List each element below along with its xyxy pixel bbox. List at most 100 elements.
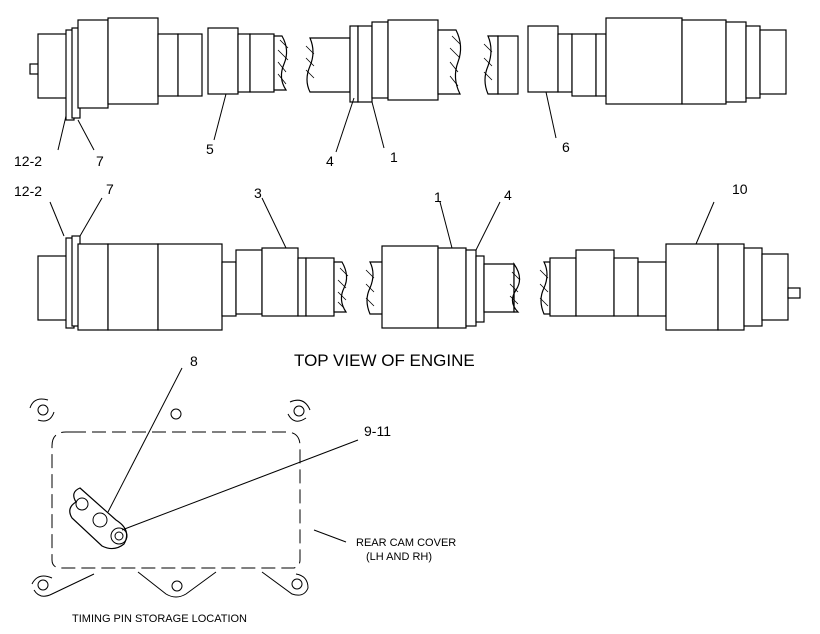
cover-leaders bbox=[107, 367, 359, 543]
second-rear-collar bbox=[717, 243, 745, 331]
second-front-journal bbox=[77, 243, 109, 331]
rear-cam-cover bbox=[29, 398, 311, 598]
second-shaft-stub bbox=[787, 287, 801, 299]
cover-flange bbox=[137, 571, 217, 598]
pin-hole bbox=[75, 497, 89, 511]
timing-pin-bracket bbox=[69, 487, 128, 550]
second-gear bbox=[465, 249, 477, 327]
top-break-right-hatch bbox=[483, 43, 493, 81]
top-lobe-1 bbox=[177, 33, 203, 97]
cover-caption-line2: (LH AND RH) bbox=[366, 551, 432, 563]
cover-hole bbox=[170, 408, 182, 420]
cover-flange bbox=[261, 571, 309, 596]
storage-caption: TIMING PIN STORAGE LOCATION bbox=[72, 613, 247, 625]
top-break-mid bbox=[437, 29, 462, 95]
second-neck-4 bbox=[637, 261, 667, 317]
cover-hole bbox=[171, 580, 183, 592]
second-camshaft bbox=[37, 235, 801, 331]
second-break-right-hatch bbox=[539, 269, 549, 307]
second-rear-ring bbox=[743, 247, 763, 327]
cover-flange bbox=[287, 399, 311, 422]
label-6: 6 bbox=[562, 139, 570, 155]
top-camshaft bbox=[29, 17, 787, 121]
second-lobe-6 bbox=[613, 257, 639, 317]
label-1-second: 1 bbox=[434, 189, 442, 205]
second-mid-journal bbox=[381, 245, 439, 329]
top-gear bbox=[349, 25, 359, 103]
second-neck-2 bbox=[297, 257, 307, 317]
second-end-hub bbox=[37, 255, 69, 321]
label-8: 8 bbox=[190, 353, 198, 369]
top-lobe-2 bbox=[207, 27, 239, 95]
top-leaders bbox=[57, 91, 557, 153]
label-12-2-top: 12-2 bbox=[14, 153, 42, 169]
label-12-2-second: 12-2 bbox=[14, 183, 42, 199]
label-3: 3 bbox=[254, 185, 262, 201]
top-neck-5 bbox=[595, 33, 607, 97]
cover-flange bbox=[31, 573, 95, 597]
second-neck-1 bbox=[221, 261, 237, 317]
cover-outline bbox=[51, 431, 301, 569]
label-4-second: 4 bbox=[504, 187, 512, 203]
label-1-top: 1 bbox=[390, 149, 398, 165]
cover-hole bbox=[291, 578, 303, 590]
label-7-second: 7 bbox=[106, 181, 114, 197]
top-break-mid-hatch bbox=[449, 35, 461, 87]
second-mid-shaft bbox=[366, 261, 387, 315]
top-neck-2 bbox=[237, 33, 251, 93]
second-break-mid-hatch bbox=[509, 271, 521, 305]
second-mid-break-hatch bbox=[365, 269, 375, 307]
label-5: 5 bbox=[206, 141, 214, 157]
top-mid-break-hatch bbox=[305, 45, 315, 79]
cover-flange bbox=[29, 398, 55, 422]
top-end-hub bbox=[37, 33, 69, 99]
top-neck-4 bbox=[557, 33, 573, 93]
cover-hole bbox=[37, 579, 49, 591]
top-lobe-5 bbox=[571, 33, 597, 97]
top-view-caption: TOP VIEW OF ENGINE bbox=[294, 351, 475, 370]
top-front-journal bbox=[77, 19, 109, 109]
second-mid-stub bbox=[483, 263, 515, 313]
second-neck-3 bbox=[549, 257, 577, 317]
second-rear-journal bbox=[665, 243, 719, 331]
top-lobe-4 bbox=[527, 25, 559, 93]
cover-caption-line1: REAR CAM COVER bbox=[356, 537, 456, 549]
cover-hole bbox=[37, 404, 49, 416]
second-rear-end bbox=[761, 253, 789, 321]
top-mid-collar bbox=[371, 21, 389, 99]
second-lobe-1 bbox=[157, 243, 223, 331]
second-journal-1 bbox=[107, 243, 159, 331]
label-10: 10 bbox=[732, 181, 748, 197]
pin-hole bbox=[92, 512, 108, 528]
second-break-left-hatch bbox=[337, 267, 349, 309]
second-leaders bbox=[49, 197, 715, 251]
label-4-top: 4 bbox=[326, 153, 334, 169]
second-break-right bbox=[540, 261, 551, 315]
top-rear-journal bbox=[605, 17, 683, 105]
top-mid-shaft bbox=[306, 37, 351, 93]
second-gear-hub bbox=[475, 255, 485, 323]
top-break-left-hatch bbox=[277, 39, 289, 85]
second-break-left bbox=[333, 261, 348, 313]
top-lobe-3 bbox=[249, 33, 275, 93]
timing-pin bbox=[110, 527, 128, 545]
top-rear-end bbox=[759, 29, 787, 95]
second-lobe-2 bbox=[235, 249, 263, 315]
second-lobe-5 bbox=[575, 249, 615, 317]
top-rear-ring bbox=[725, 21, 747, 103]
cover-hole bbox=[293, 405, 305, 417]
top-journal-1 bbox=[107, 17, 159, 105]
top-mid-journal bbox=[387, 19, 439, 101]
top-rear-collar bbox=[681, 19, 727, 105]
second-lobe-3 bbox=[261, 247, 299, 317]
top-gear-hub bbox=[357, 25, 373, 103]
top-neck-1 bbox=[157, 33, 179, 97]
second-mid-collar bbox=[437, 247, 467, 329]
label-7-top: 7 bbox=[96, 153, 104, 169]
second-lobe-4 bbox=[305, 257, 335, 317]
label-9-11: 9-11 bbox=[364, 423, 391, 439]
timing-pin-center bbox=[114, 531, 124, 541]
top-rear-ring-2 bbox=[745, 25, 761, 99]
top-break-left bbox=[273, 35, 288, 91]
